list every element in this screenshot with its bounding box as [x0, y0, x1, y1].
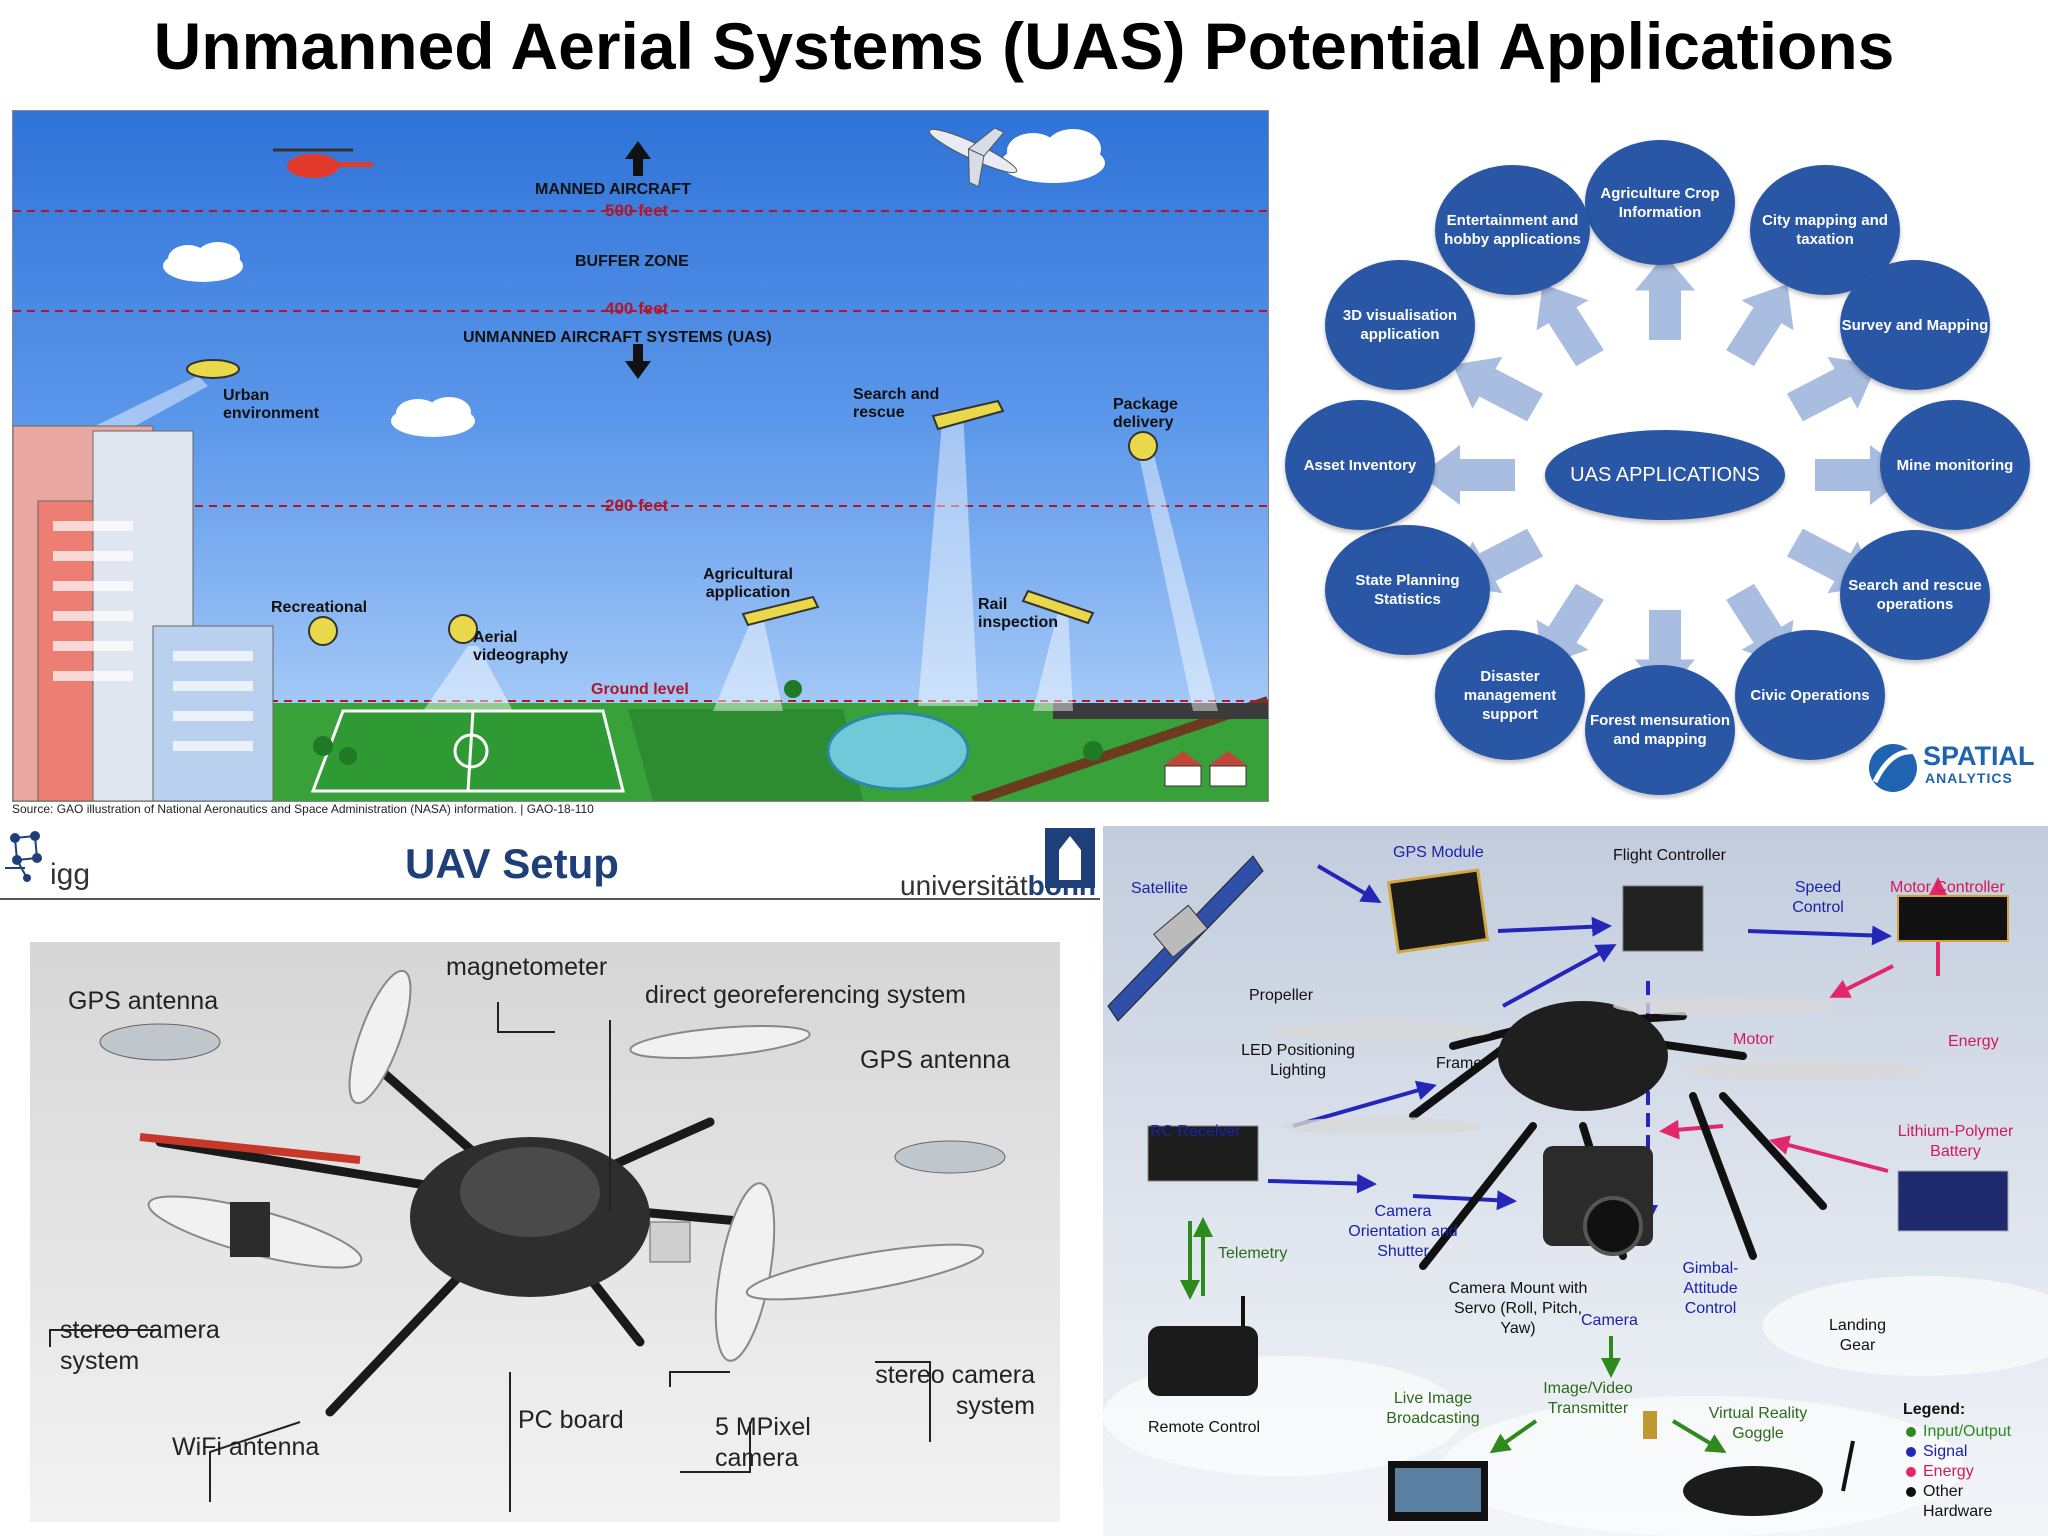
app-entertainment: Entertainment and hobby applications — [1435, 165, 1590, 295]
altitude-source-note: Source: GAO illustration of National Aer… — [12, 802, 594, 816]
label-recreational: Recreational — [271, 599, 368, 616]
label-lithium-polymer-battery: Lithium-Polymer Battery — [1897, 1123, 2014, 1160]
bonn-logo-a: universität — [900, 870, 1028, 901]
label-rail-inspection: Rail inspection — [978, 596, 1059, 631]
label-rc-receiver: RC Receiver — [1150, 1123, 1241, 1140]
label-motor-controller: Motor Controller — [1890, 879, 2005, 896]
label-200-feet: 200 feet — [605, 496, 669, 515]
label-ground-level: Ground level — [591, 681, 689, 698]
uav-hexacopter-drawing — [49, 969, 1006, 1512]
label-flight-controller: Flight Controller — [1613, 847, 1726, 864]
app-agriculture: Agriculture Crop Information — [1585, 140, 1735, 265]
label-aerial-videography: Aerial videography — [473, 629, 569, 664]
app-survey-mapping: Survey and Mapping — [1840, 260, 1990, 390]
app-state-planning: State Planning Statistics — [1325, 525, 1490, 655]
app-3d-visualisation: 3D visualisation application — [1325, 260, 1475, 390]
uav-components-panel: Satellite GPS Module Flight Controller S… — [1103, 826, 2048, 1536]
altitude-scene — [13, 127, 1268, 801]
setup-header-rule — [0, 898, 1100, 900]
legend-input-output: Input/Output — [1923, 1423, 2012, 1440]
page-title: Unmanned Aerial Systems (UAS) Potential … — [153, 9, 1895, 83]
label-uas: UNMANNED AIRCRAFT SYSTEMS (UAS) — [463, 329, 772, 346]
radial-arrow — [1420, 445, 1515, 505]
label-package-delivery: Package delivery — [1113, 396, 1178, 431]
label-motor: Motor — [1733, 1031, 1774, 1048]
label-live-image: Live Image Broadcasting — [1386, 1390, 1480, 1427]
label-urban-environment: Urban environment — [223, 387, 320, 422]
label-propeller: Propeller — [1249, 987, 1314, 1004]
label-energy: Energy — [1948, 1033, 1999, 1050]
label-pc-board: PC board — [518, 1406, 624, 1434]
legend-signal: Signal — [1923, 1443, 1968, 1460]
uas-applications-panel: UAS APPLICATIONS Agriculture Crop Inform… — [1280, 110, 2048, 800]
label-agricultural-application: Agricultural application — [703, 566, 793, 601]
label-gps-antenna-right: GPS antenna — [860, 1046, 1011, 1074]
uav-components-drawing — [1103, 855, 2048, 1536]
igg-logo-icon — [5, 831, 42, 882]
app-asset-inventory: Asset Inventory — [1285, 400, 1435, 530]
radial-arrow — [1786, 356, 1878, 422]
spatial-logo-bottom: ANALYTICS — [1925, 770, 2013, 786]
label-wifi-antenna: WiFi antenna — [172, 1433, 320, 1461]
label-telemetry: Telemetry — [1218, 1245, 1288, 1262]
spatial-analytics-icon — [1869, 744, 1918, 792]
app-disaster-management: Disaster management support — [1435, 630, 1585, 760]
label-camera-orientation: Camera Orientation and Shutter — [1348, 1203, 1458, 1260]
label-camera: Camera — [1581, 1312, 1638, 1329]
label-gps-antenna-left: GPS antenna — [68, 987, 219, 1015]
label-vr-goggle: Virtual Reality Goggle — [1708, 1405, 1808, 1442]
legend-other-hardware: Other Hardware — [1923, 1483, 1993, 1520]
label-stereo-camera-right: stereo camera system — [875, 1361, 1035, 1420]
label-buffer-zone: BUFFER ZONE — [575, 253, 689, 270]
legend-energy: Energy — [1923, 1463, 1974, 1480]
label-speed-control: Speed Control — [1792, 879, 1844, 916]
label-search-rescue: Search and rescue — [853, 386, 940, 421]
app-city-mapping: City mapping and taxation — [1750, 165, 1900, 295]
label-gimbal-attitude: Gimbal-Attitude Control — [1682, 1260, 1739, 1317]
label-400-feet: 400 feet — [605, 299, 669, 318]
uav-setup-panel: igg UAV Setup universitätbonn — [0, 820, 1100, 1536]
label-landing-gear: Landing Gear — [1829, 1317, 1886, 1354]
label-manned-aircraft: MANNED AIRCRAFT — [535, 181, 691, 198]
app-mine-monitoring: Mine monitoring — [1880, 400, 2030, 530]
label-camera-mount: Camera Mount with Servo (Roll, Pitch, Ya… — [1448, 1280, 1588, 1337]
label-500-feet: 500 feet — [605, 201, 669, 220]
label-direct-georeferencing: direct georeferencing system — [645, 981, 966, 1009]
legend-title: Legend: — [1903, 1401, 1966, 1418]
label-frame: Frame — [1436, 1055, 1483, 1072]
label-led-positioning: LED Positioning Lighting — [1241, 1042, 1355, 1079]
label-magnetometer: magnetometer — [446, 953, 608, 981]
igg-logo-text: igg — [50, 858, 91, 891]
bonn-logo-icon — [1045, 828, 1095, 888]
app-search-rescue: Search and rescue operations — [1840, 530, 1990, 660]
app-civic-operations: Civic Operations — [1735, 630, 1885, 760]
label-image-video-transmitter: Image/Video Transmitter — [1543, 1380, 1633, 1417]
altitude-diagram-panel: MANNED AIRCRAFT 500 feet BUFFER ZONE 400… — [12, 110, 1269, 802]
label-satellite: Satellite — [1131, 880, 1188, 897]
radial-arrow — [1635, 254, 1695, 340]
label-gps-module: GPS Module — [1393, 844, 1484, 861]
label-5mpixel-camera: 5 MPixel camera — [715, 1413, 811, 1472]
uav-photo — [30, 942, 1060, 1522]
uav-setup-title: UAV Setup — [405, 840, 619, 887]
radial-arrow — [1452, 356, 1544, 422]
spatial-logo-top: SPATIAL — [1923, 741, 2035, 771]
uas-applications-center: UAS APPLICATIONS — [1545, 430, 1785, 520]
label-remote-control: Remote Control — [1148, 1419, 1261, 1436]
radial-arrow — [1726, 284, 1794, 367]
radial-arrow — [1536, 284, 1604, 367]
app-forest-mensuration: Forest mensuration and mapping — [1585, 665, 1735, 795]
label-stereo-camera-left: stereo camera system — [60, 1316, 220, 1375]
